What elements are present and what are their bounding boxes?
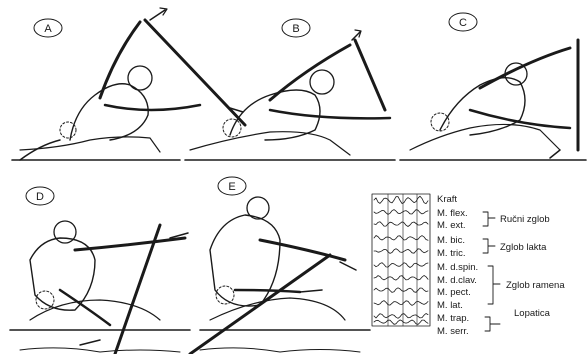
emg-trace [374,196,428,204]
panel-e: E [190,177,370,354]
panel-b-letter: B [292,23,299,35]
emg-trace [374,320,428,325]
bracket-zglob-ramena [488,266,500,304]
panel-a-torso [70,84,148,140]
group-zglob-ramena: Zglob ramena [506,280,565,291]
panel-c-leg [410,124,560,150]
panel-e-letter: E [228,181,235,193]
emg-traces [372,194,430,326]
legend-m-d-clav: M. d.clav. [437,275,477,286]
emg-trace [374,263,428,268]
legend-m-tric: M. tric. [437,248,466,259]
bracket-lopatica [485,317,500,331]
legend-m-d-spin: M. d.spin. [437,262,478,273]
emg-trace [374,276,428,281]
panel-b-paddle [355,40,385,110]
group-zglob-lakta: Zglob lakta [500,242,547,253]
panel-a-head [128,66,152,90]
legend-m-lat: M. lat. [437,300,463,311]
emg-trace [374,314,428,319]
panel-e-leg [210,298,345,320]
legend-m-ext: M. ext. [437,220,466,231]
legend-m-trap: M. trap. [437,313,469,324]
group-lopatica: Lopatica [514,308,551,319]
emg-trace [374,288,428,293]
emg-trace [374,210,428,215]
panel-b-leg [190,132,350,155]
panel-d-arrow-water [80,340,100,345]
legend-m-bic: M. bic. [437,235,465,246]
panel-e-paddle [190,255,330,354]
panel-e-arrow-hand [340,262,356,270]
panel-d-lower-arm [60,290,110,325]
legend-m-flex: M. flex. [437,208,468,219]
panel-c-knee [431,113,449,131]
panel-b-head [310,70,334,94]
panel-d: D [10,187,190,354]
panel-c: C [400,13,586,160]
panel-d-head [54,221,76,243]
panel-d-leg [30,300,160,320]
panel-d-letter: D [36,191,44,203]
panel-b: B [185,19,395,160]
panel-a-knee [60,122,76,138]
bracket-zglob-lakta [483,239,495,253]
group-rucni-zglob: Ručni zglob [500,214,550,225]
panel-c-arrow-down [550,150,560,158]
emg-trace [374,236,428,241]
panel-e-torso [210,215,280,306]
emg-trace [374,222,428,227]
panel-a-lower-arm [105,105,200,110]
panel-b-lower-arm [270,110,390,118]
panel-e-head [247,197,269,219]
emg-trace [374,301,428,306]
legend-kraft: Kraft [437,194,457,205]
emg-legend: Kraft M. flex. M. ext. M. bic. M. tric. … [437,194,565,337]
emg-trace [374,249,428,254]
legend-m-pect: M. pect. [437,287,471,298]
panel-c-letter: C [459,17,467,29]
bracket-rucni-zglob [483,212,495,226]
panel-e-water [200,348,360,352]
panel-d-upper-arm [75,238,185,250]
legend-m-serr: M. serr. [437,326,469,337]
panel-a: A [12,8,245,160]
panel-e-lower-arm [235,290,300,292]
panel-a-leg [20,137,160,152]
panel-e-arrow-elbow [300,290,322,292]
panel-a-letter: A [44,23,52,35]
panel-e-upper-arm [260,240,345,260]
panel-d-water [20,348,180,352]
